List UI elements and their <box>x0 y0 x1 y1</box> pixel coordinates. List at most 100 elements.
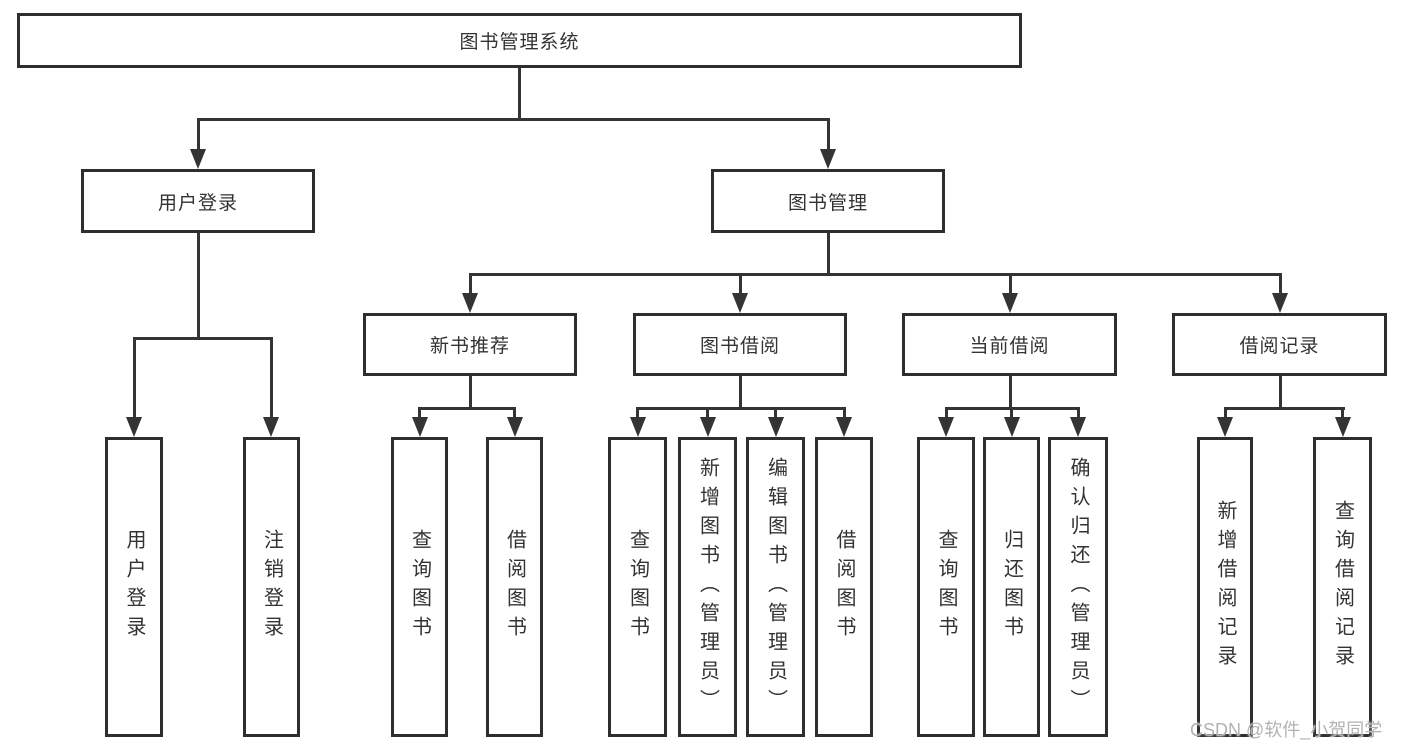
leaf-box-user-login: 用户登录 <box>105 437 163 737</box>
leaf-label-recommend-query-books: 查询图书 <box>408 529 431 645</box>
leaf-box-records-query-record: 查询借阅记录 <box>1313 437 1372 737</box>
line <box>468 276 472 296</box>
arrow-down-icon <box>767 417 784 437</box>
node-box-new-book-recommend: 新书推荐 <box>363 313 577 376</box>
leaf-box-borrow-query-books: 查询图书 <box>608 437 667 737</box>
line <box>196 121 200 152</box>
connector-level2-bar <box>196 118 830 121</box>
connector-arrow-recommend-borrow <box>506 410 523 437</box>
line <box>269 340 273 420</box>
line <box>842 410 846 420</box>
connector-current-bar <box>944 407 1080 410</box>
csdn-watermark: CSDN @软件_小贺同学 <box>1190 720 1383 740</box>
line <box>1278 276 1282 296</box>
root-label: 图书管理系统 <box>459 32 580 53</box>
connector-arrow-borrow-edit <box>767 410 784 437</box>
leaf-box-records-add-record: 新增借阅记录 <box>1197 437 1253 737</box>
line <box>1341 410 1344 420</box>
leaf-label-records-add-record: 新增借阅记录 <box>1214 500 1236 674</box>
leaf-box-borrow-add-books-admin: 新增图书（管理员） <box>678 437 737 737</box>
leaf-box-current-confirm-return-admin: 确认归还（管理员） <box>1048 437 1108 737</box>
connector-current-stem <box>1008 376 1012 407</box>
connector-arrow-borrow-borrow <box>836 410 852 437</box>
arrow-down-icon <box>732 293 748 313</box>
connector-arrow-current-return <box>1003 410 1020 437</box>
branch-box-book-management: 图书管理 <box>711 169 945 233</box>
connector-user-login-bar <box>132 337 273 340</box>
node-label-current-borrow: 当前借阅 <box>969 336 1050 357</box>
connector-arrow-to-leaf-user-login <box>126 340 142 437</box>
leaf-box-recommend-query-books: 查询图书 <box>391 437 448 737</box>
leaf-label-logout: 注销登录 <box>260 529 283 645</box>
leaf-box-logout: 注销登录 <box>243 437 300 737</box>
leaf-label-borrow-edit-books-admin: 编辑图书（管理员） <box>764 456 787 718</box>
connector-arrow-borrow-query <box>629 410 646 437</box>
arrow-down-icon <box>411 417 428 437</box>
leaf-box-current-return-books: 归还图书 <box>983 437 1040 737</box>
connector-arrow-current-confirm <box>1070 410 1086 437</box>
arrow-down-icon <box>190 149 206 169</box>
line <box>774 410 777 420</box>
leaf-label-user-login: 用户登录 <box>123 529 145 645</box>
branch-label-user-login: 用户登录 <box>157 192 238 214</box>
connector-recommend-stem <box>468 376 472 407</box>
leaf-label-current-confirm-return-admin: 确认归还（管理员） <box>1067 456 1089 718</box>
arrow-down-icon <box>836 417 852 437</box>
line <box>1076 410 1080 420</box>
arrow-down-icon <box>1272 293 1288 313</box>
connector-root-stem <box>517 68 521 118</box>
leaf-box-borrow-edit-books-admin: 编辑图书（管理员） <box>746 437 805 737</box>
arrow-down-icon <box>126 417 142 437</box>
arrow-down-icon <box>938 417 954 437</box>
connector-arrow-to-new-book-recommend <box>462 276 478 313</box>
arrow-down-icon <box>1003 417 1020 437</box>
node-box-book-borrow: 图书借阅 <box>633 313 847 376</box>
leaf-box-borrow-borrow-books: 借阅图书 <box>815 437 873 737</box>
connector-arrow-to-user-login <box>190 121 206 169</box>
line <box>1223 410 1227 420</box>
arrow-down-icon <box>1070 417 1086 437</box>
connector-arrow-recommend-query <box>411 410 428 437</box>
leaf-box-recommend-borrow-books: 借阅图书 <box>486 437 543 737</box>
node-box-borrow-records: 借阅记录 <box>1172 313 1387 376</box>
branch-box-user-login: 用户登录 <box>81 169 315 233</box>
leaf-label-borrow-borrow-books: 借阅图书 <box>833 529 855 645</box>
arrow-down-icon <box>506 417 523 437</box>
line <box>738 276 742 296</box>
line <box>132 340 136 420</box>
connector-arrow-current-query <box>938 410 954 437</box>
line <box>418 410 421 420</box>
root-box-library-system: 图书管理系统 <box>17 13 1022 68</box>
arrow-down-icon <box>263 417 279 437</box>
leaf-label-current-return-books: 归还图书 <box>1000 529 1023 645</box>
arrow-down-icon <box>462 293 478 313</box>
branch-label-book-management: 图书管理 <box>787 192 868 214</box>
leaf-label-borrow-add-books-admin: 新增图书（管理员） <box>696 456 719 718</box>
leaf-label-recommend-borrow-books: 借阅图书 <box>503 529 526 645</box>
node-label-borrow-records: 借阅记录 <box>1239 336 1320 357</box>
line <box>944 410 948 420</box>
arrow-down-icon <box>1334 417 1351 437</box>
node-label-book-borrow: 图书借阅 <box>699 336 780 357</box>
connector-arrow-to-leaf-logout <box>263 340 279 437</box>
connector-arrow-records-query <box>1334 410 1351 437</box>
arrow-down-icon <box>820 149 836 169</box>
leaf-label-records-query-record: 查询借阅记录 <box>1331 500 1354 674</box>
connector-borrow-bar <box>636 407 846 410</box>
leaf-label-borrow-query-books: 查询图书 <box>626 529 649 645</box>
connector-arrow-to-book-borrow <box>732 276 748 313</box>
node-box-current-borrow: 当前借阅 <box>902 313 1117 376</box>
connector-borrow-stem <box>738 376 742 407</box>
connector-records-bar <box>1223 407 1345 410</box>
line <box>1008 276 1012 296</box>
connector-level3-bar <box>468 273 1282 276</box>
connector-user-login-stem <box>196 233 200 337</box>
connector-records-stem <box>1278 376 1282 407</box>
line <box>706 410 709 420</box>
arrow-down-icon <box>1002 293 1018 313</box>
connector-arrow-to-current-borrow <box>1002 276 1018 313</box>
leaf-box-current-query-books: 查询图书 <box>917 437 975 737</box>
arrow-down-icon <box>699 417 716 437</box>
connector-arrow-to-book-management <box>820 121 836 169</box>
